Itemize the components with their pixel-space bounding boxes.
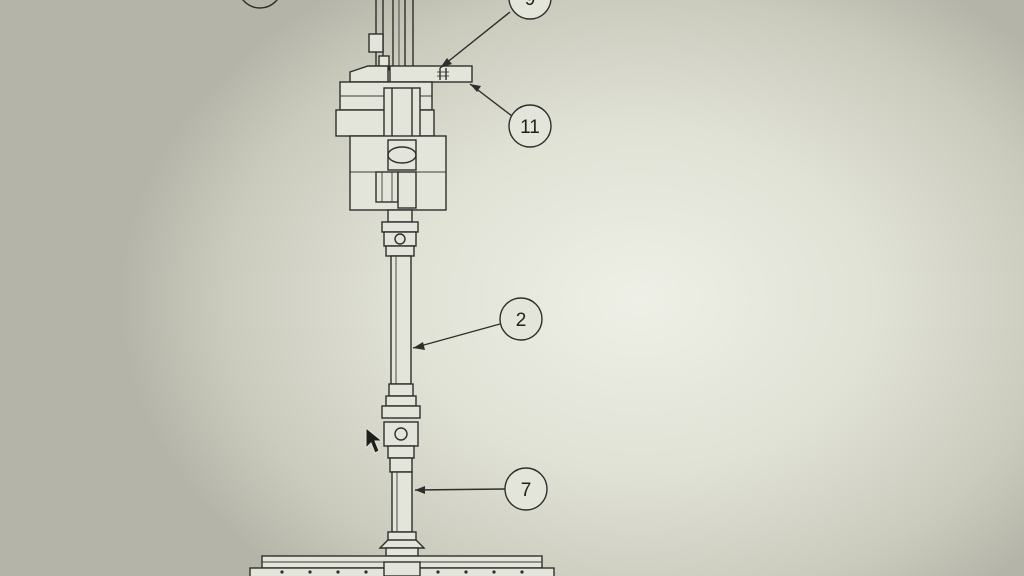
upper-shaft-assembly [368, 0, 414, 75]
callout-11: 11 [469, 83, 552, 148]
callout-7-label: 7 [521, 480, 532, 501]
callout-7: 7 [414, 467, 548, 511]
callout-9-label: 9 [525, 0, 536, 10]
callout-partial-top [242, 0, 278, 9]
callout-9: 9 [439, 0, 552, 69]
callout-11-label: 11 [520, 117, 540, 138]
upper-universal-joint [381, 209, 419, 257]
lower-universal-joint [381, 395, 421, 473]
lower-shaft-7 [378, 471, 426, 557]
callout-2-label: 2 [516, 310, 527, 331]
bracket-11 [389, 65, 473, 83]
drive-shaft-2 [388, 255, 414, 397]
callout-2: 2 [412, 297, 543, 350]
mouse-pointer-icon [365, 426, 384, 454]
base-platform [249, 555, 555, 576]
gearbox-body [335, 65, 447, 211]
